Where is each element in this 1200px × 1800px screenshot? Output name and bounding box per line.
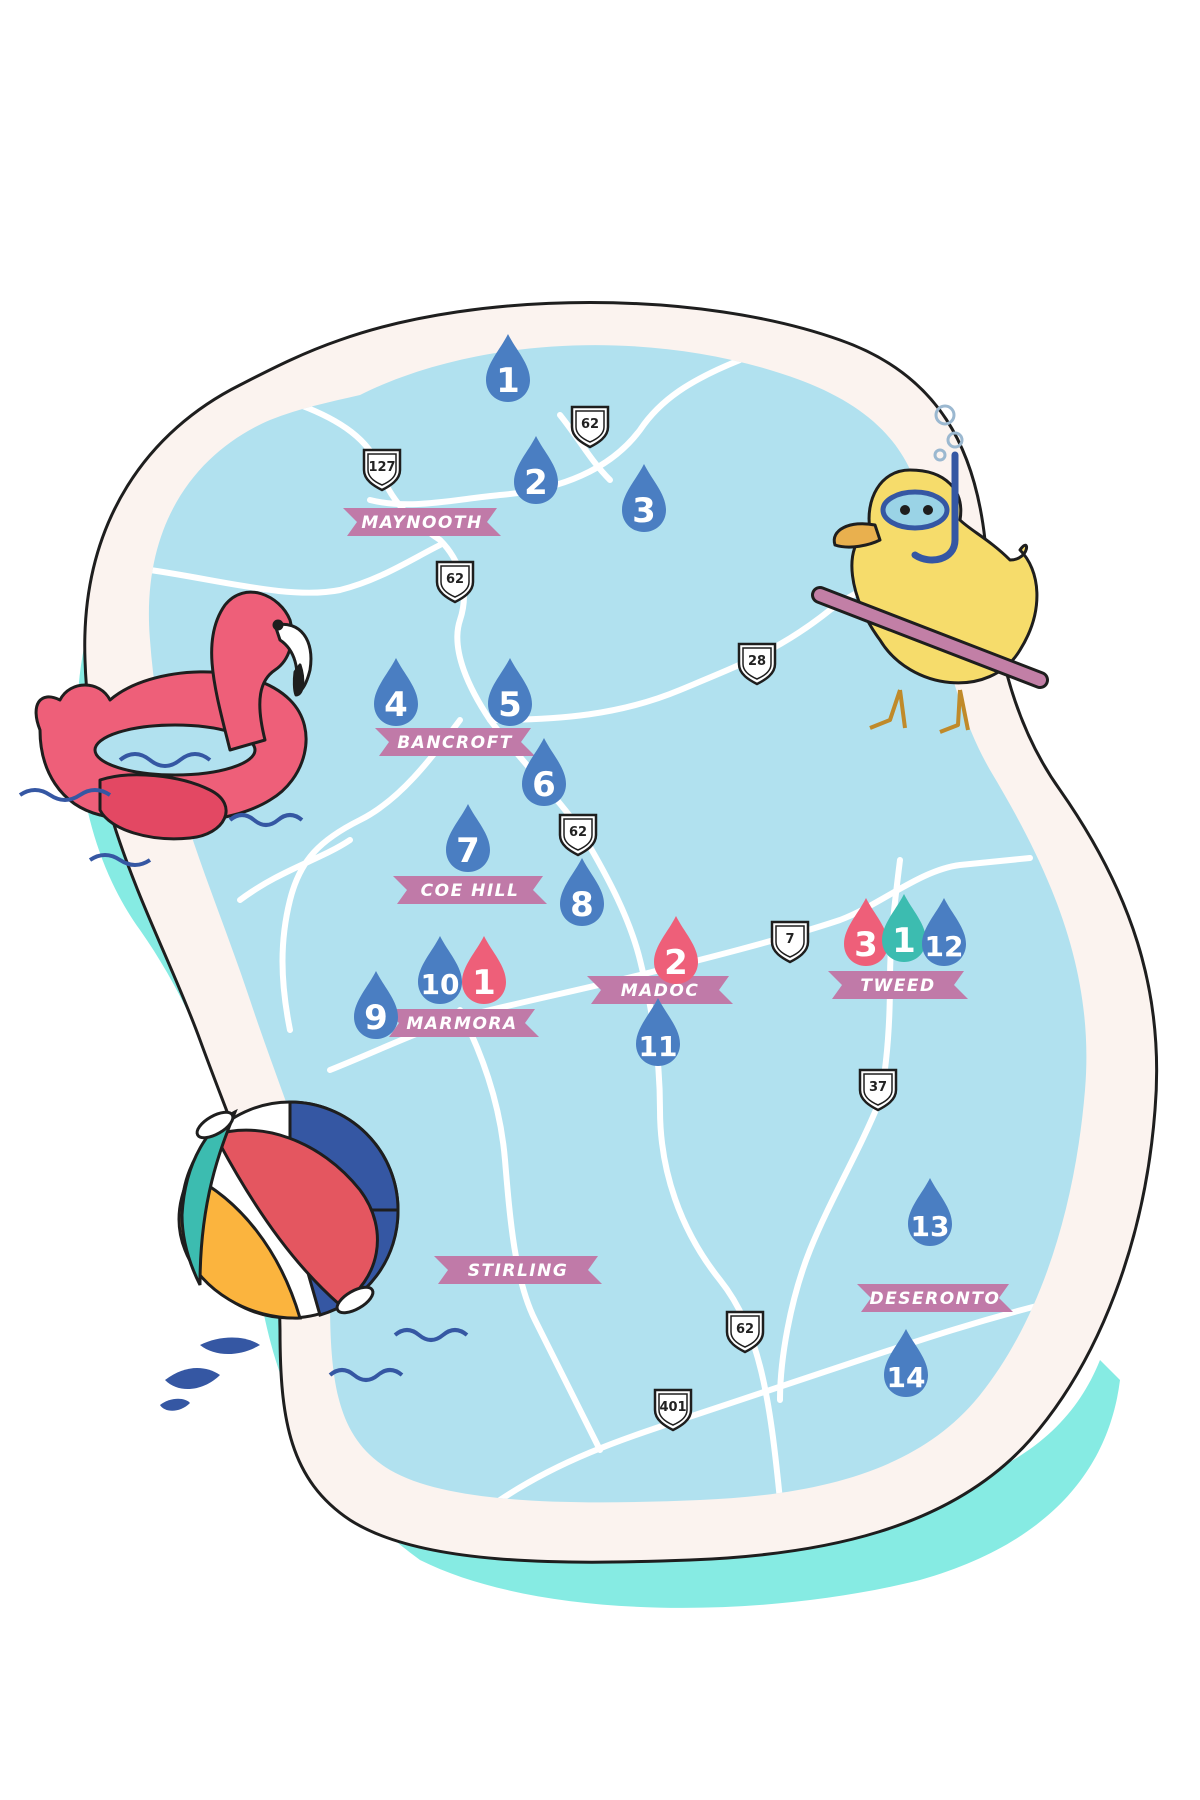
location-pin[interactable]: 1 [462, 936, 506, 1004]
pin-number: 11 [639, 1030, 678, 1063]
pin-number: 6 [532, 765, 556, 805]
location-pin[interactable]: 3 [622, 464, 666, 532]
pin-number: 9 [364, 998, 388, 1038]
town-banner: STIRLING [434, 1256, 602, 1284]
location-pin[interactable]: 2 [514, 436, 558, 504]
highway-shield: 62 [725, 1310, 765, 1354]
pin-number: 1 [472, 963, 496, 1003]
highway-shield: 62 [558, 813, 598, 857]
pin-number: 5 [498, 685, 522, 725]
town-name: TWEED [860, 976, 935, 996]
pin-number: 2 [664, 943, 688, 983]
highway-number: 62 [581, 417, 599, 432]
location-pin[interactable]: 1 [882, 894, 926, 962]
town-banner: DESERONTO [857, 1284, 1013, 1312]
location-pin[interactable]: 3 [844, 898, 888, 966]
highway-shield: 127 [362, 448, 402, 492]
town-name: MAYNOOTH [361, 513, 482, 533]
beach-ball-icon [160, 1100, 469, 1411]
town-name: STIRLING [468, 1261, 569, 1281]
location-pin[interactable]: 10 [418, 936, 462, 1004]
town-banner: COE HILL [393, 876, 547, 904]
location-pin[interactable]: 9 [354, 971, 398, 1039]
pin-number: 12 [925, 930, 964, 963]
road [497, 1297, 1063, 1503]
pin-number: 3 [632, 491, 656, 531]
road [279, 717, 463, 1033]
pin-number: 8 [570, 885, 594, 925]
pin-number: 10 [421, 968, 460, 1001]
highway-number: 28 [748, 654, 766, 669]
pin-number: 14 [887, 1361, 926, 1394]
pool-shadow [77, 560, 1121, 1608]
town-banner: MARMORA [385, 1009, 539, 1037]
location-pin[interactable]: 14 [884, 1329, 928, 1397]
road [237, 837, 353, 903]
pin-number: 3 [854, 925, 878, 965]
pin-number: 13 [911, 1210, 950, 1243]
location-pin[interactable]: 5 [488, 658, 532, 726]
pin-number: 1 [892, 921, 916, 961]
highway-shield: 28 [737, 642, 777, 686]
flamingo-float-icon [18, 590, 313, 867]
highway-number: 62 [569, 825, 587, 840]
town-name: MADOC [621, 981, 700, 1001]
town-banner: BANCROFT [375, 728, 535, 756]
location-pin[interactable]: 1 [486, 334, 530, 402]
highway-shield: 37 [858, 1068, 898, 1112]
town-name: DESERONTO [870, 1289, 1001, 1309]
highway-number: 127 [368, 460, 395, 475]
highway-shield: 62 [435, 560, 475, 604]
snorkel-duck-icon [811, 404, 1049, 734]
town-banner: MADOC [587, 976, 733, 1004]
highway-shield: 401 [653, 1388, 693, 1432]
town-name: MARMORA [406, 1014, 517, 1034]
town-banner: MAYNOOTH [343, 508, 501, 536]
road [557, 412, 613, 483]
location-pin[interactable]: 2 [654, 916, 698, 984]
road [148, 542, 443, 596]
pin-number: 7 [456, 831, 480, 871]
location-pin[interactable]: 11 [636, 998, 680, 1066]
highway-shield: 62 [570, 405, 610, 449]
pin-number: 1 [496, 361, 520, 401]
pin-number: 2 [524, 463, 548, 503]
location-pin[interactable]: 6 [522, 738, 566, 806]
location-pin[interactable]: 13 [908, 1178, 952, 1246]
road [457, 1007, 603, 1453]
road [367, 357, 743, 508]
location-pin[interactable]: 4 [374, 658, 418, 726]
pin-number: 4 [384, 685, 408, 725]
highway-shield: 7 [770, 920, 810, 964]
highway-number: 401 [659, 1400, 686, 1415]
location-pin[interactable]: 12 [922, 898, 966, 966]
highway-number: 62 [446, 572, 464, 587]
location-pin[interactable]: 7 [446, 804, 490, 872]
town-banners: MAYNOOTH BANCROFT COE HILL MARMORA MADOC TWEE… [343, 508, 1013, 1312]
town-name: BANCROFT [397, 733, 513, 753]
highway-number: 62 [736, 1322, 754, 1337]
location-pin[interactable]: 8 [560, 858, 604, 926]
town-name: COE HILL [421, 881, 520, 901]
highway-number: 7 [785, 932, 794, 947]
highway-number: 37 [869, 1080, 887, 1095]
town-banner: TWEED [828, 971, 968, 999]
